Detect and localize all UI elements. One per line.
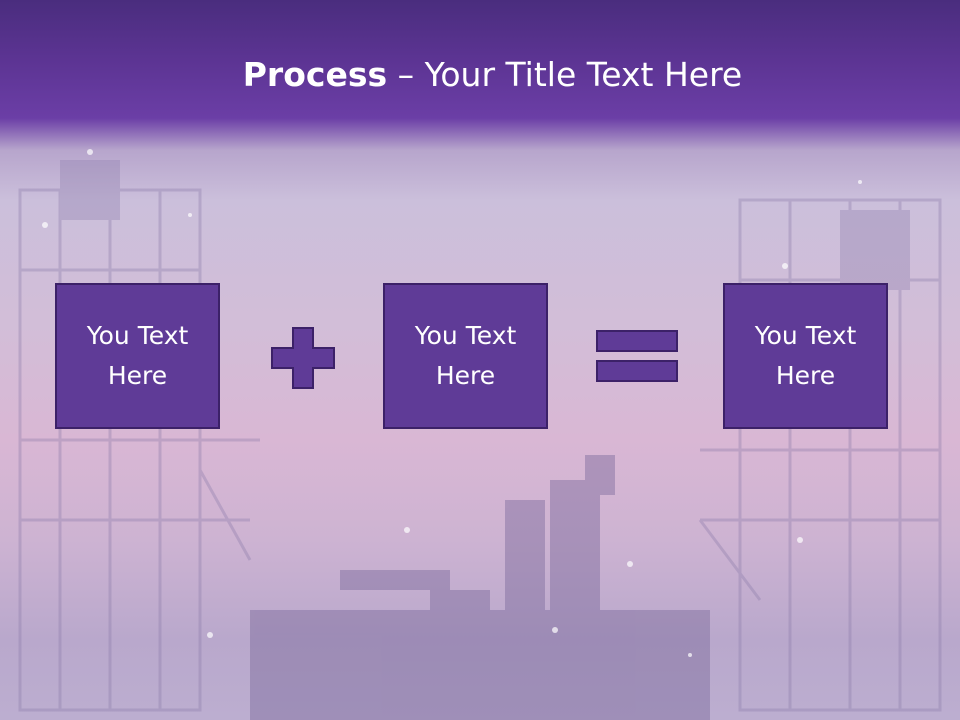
process-box-2[interactable]: You Text Here xyxy=(383,283,548,429)
slide-title: Process – Your Title Text Here xyxy=(0,50,960,100)
process-box-1[interactable]: You Text Here xyxy=(55,283,220,429)
slide-title-rest: – Your Title Text Here xyxy=(387,55,743,94)
process-box-3[interactable]: You Text Here xyxy=(723,283,888,429)
slide-title-bold: Process xyxy=(242,55,388,94)
equals-icon xyxy=(596,330,678,382)
plus-icon xyxy=(271,327,335,389)
